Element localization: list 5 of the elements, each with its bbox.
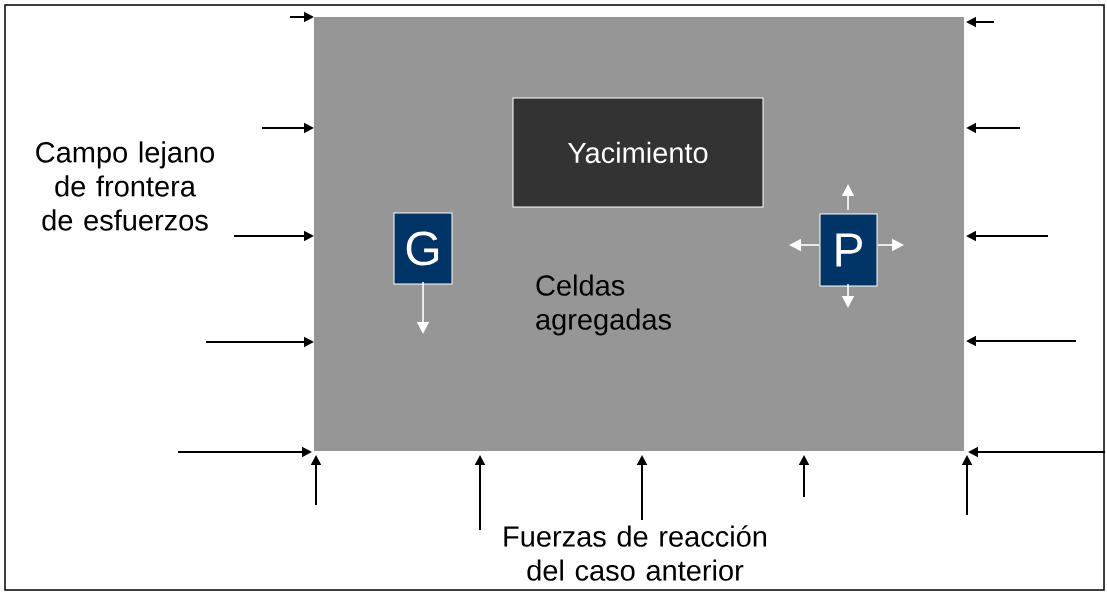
letter-box: G bbox=[393, 212, 453, 285]
text-label: Campo lejano de frontera de esfuerzos bbox=[36, 141, 214, 231]
reservoir-box: Yacimiento bbox=[512, 97, 764, 208]
text-label: Fuerzas de reacción del caso anterior bbox=[504, 525, 767, 581]
letter-box: P bbox=[819, 213, 878, 287]
